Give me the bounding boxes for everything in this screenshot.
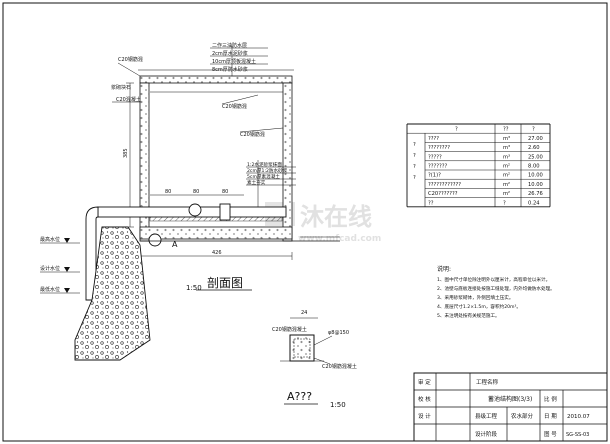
table-header-unit: ?? (503, 127, 509, 133)
detail-label-2: C20钢筋混凝土 (322, 363, 357, 370)
valve-body-icon (219, 203, 231, 221)
section-title: 剖面图 (207, 276, 243, 290)
label-top-left: C20钢筋混 (118, 56, 143, 63)
svg-text:最低水位: 最低水位 (40, 286, 60, 293)
section-scale: 1:50 (186, 284, 202, 292)
table-header-qty: ? (532, 127, 535, 133)
table-cell-item: ???? (428, 136, 439, 142)
tb-project-label: 工程名称 (476, 378, 499, 386)
section-drawing: 二作三油防水层 2cm厚水泥砂浆 10cm厚顶板混凝土 8cm厚防水砂浆 1:2… (40, 42, 340, 361)
level-design: 设计水位 (40, 265, 80, 273)
label-masonry-1: 浆砌块石 (111, 84, 131, 91)
label-concrete-1: C20混凝土 (116, 96, 141, 103)
table-cell-qty: 10.00 (528, 173, 543, 179)
table-side-label-2: ? (413, 164, 416, 170)
pump-icon (148, 233, 162, 247)
watermark-text: 沐在线 (300, 203, 372, 231)
table-cell-unit: m³ (503, 154, 510, 160)
detail-title: A??? (287, 390, 312, 403)
tb-date-label: 日 期 (544, 413, 557, 420)
tb-num-label: 图 号 (544, 430, 557, 438)
tb-drawing-title: 蓄池结构图(3/3) (488, 395, 532, 403)
section-marker: A (172, 240, 178, 249)
dim-seg1: 80 (165, 189, 171, 195)
note-3: 3、采用砂浆砌体，外侧回填土压实。 (437, 294, 513, 301)
table-cell-unit: m² (503, 191, 510, 197)
detail-label-1: C20钢筋混凝土 (272, 326, 307, 333)
table-cell-qty: 2.60 (528, 145, 540, 151)
retaining-masonry (74, 226, 151, 361)
valve-icon (188, 203, 202, 217)
note-2: 2、池壁与底板连接处按施工缝处理，内外均做防水处理。 (437, 285, 555, 292)
roof-slab (139, 75, 293, 84)
table-cell-qty: 0.24 (528, 200, 540, 206)
table-cell-qty: 8.00 (528, 164, 540, 170)
table-cell-item: ?? (428, 200, 434, 206)
table-cell-unit: ? (503, 200, 506, 206)
tb-sub-left: 县级工程 (475, 412, 498, 420)
table-cell-item: ???????? (428, 145, 450, 151)
table-cell-item: ??????? (428, 164, 448, 170)
level-low: 最低水位 (40, 286, 80, 294)
table-cell-unit: m² (503, 182, 510, 188)
table-cell-qty: 10.00 (528, 182, 543, 188)
label-wall-concrete: C20钢筋混 (240, 131, 265, 138)
tb-date-value: 2010.07 (567, 414, 590, 420)
tb-row-1-label: 审 定 (418, 378, 431, 386)
floor-layer-2: 2cm厚1:2防水砂浆 (247, 167, 288, 174)
dim-height: 385 (123, 148, 129, 158)
detail-scale: 1:50 (330, 401, 346, 409)
roof-layer-1: 二作三油防水层 (212, 42, 247, 49)
dim-seg3: 80 (222, 189, 228, 195)
svg-text:最高水位: 最高水位 (40, 236, 60, 243)
watermark: 沐在线 www.mfcad.com (265, 202, 381, 244)
tb-scale-label: 比 例 (544, 395, 557, 403)
roof-layer-2: 2cm厚水泥砂浆 (212, 50, 248, 57)
table-cell-qty: 27.00 (528, 136, 543, 142)
table-side-label-0: ? (413, 142, 416, 148)
roof-layer-3: 10cm厚顶板混凝土 (212, 58, 256, 65)
note-1: 1、图中尺寸单位除注明外以厘米计，高程单位以米计。 (437, 276, 550, 283)
table-cell-unit: m³ (503, 145, 510, 151)
tb-num-value: SG-SS-03 (566, 432, 589, 438)
table-cell-unit: m² (503, 173, 510, 179)
table-side-label-3: ? (413, 175, 416, 181)
level-high: 最高水位 (40, 236, 80, 244)
floor-slab (139, 226, 293, 240)
detail-dim-top: 24 (301, 310, 307, 316)
tb-row-3-label: 设 计 (418, 412, 431, 420)
tb-stage-label: 设计阶段 (475, 430, 498, 438)
table-cell-item: ?(1)? (428, 173, 441, 179)
floor-layer-4: 素土夯实 (247, 179, 266, 186)
title-block: 审 定 校 核 设 计 设计阶段 工程名称 蓄池结构图(3/3) 县级工程 农水… (413, 372, 608, 442)
detail-rebar: φ8@150 (328, 330, 349, 336)
notes-title: 说明: (437, 265, 451, 273)
note-5: 5、未注明处按有关规范施工。 (437, 312, 500, 319)
table-cell-unit: m³ (503, 136, 510, 142)
dim-seg2: 80 (193, 189, 199, 195)
dim-total: 426 (212, 250, 222, 256)
watermark-url: www.mfcad.com (298, 234, 381, 244)
floor-layer-3: 5cm厚素混凝土 (247, 173, 280, 180)
roof-layer-4: 8cm厚防水砂浆 (212, 66, 248, 73)
notes: 说明: 1、图中尺寸单位除注明外以厘米计，高程单位以米计。 2、池壁与底板连接处… (437, 265, 555, 319)
table-cell-unit: m² (503, 164, 510, 170)
tb-row-2-label: 校 核 (418, 395, 431, 403)
floor-layer-1: 1:2水泥砂浆抹面 (247, 161, 282, 168)
tb-sub-right: 农水部分 (511, 412, 534, 420)
detail-a: 24 φ8@150 C20钢筋混凝土 C20钢筋混凝土 A??? 1:50 (272, 310, 357, 409)
table-cell-item: C20??????? (428, 191, 458, 197)
table-header-name: ? (455, 127, 458, 133)
note-4: 4、底层尺寸1.2×1.5m，容积约20m³。 (437, 303, 521, 310)
table-side-label-1: ? (413, 153, 416, 159)
svg-text:设计水位: 设计水位 (40, 265, 60, 272)
table-cell-item: ????? (428, 154, 442, 160)
table-cell-item: ???????????? (428, 182, 461, 188)
table-cell-qty: 26.76 (528, 191, 543, 197)
label-roof-concrete: C20钢筋混 (222, 103, 247, 110)
table-cell-qty: 25.00 (528, 154, 543, 160)
